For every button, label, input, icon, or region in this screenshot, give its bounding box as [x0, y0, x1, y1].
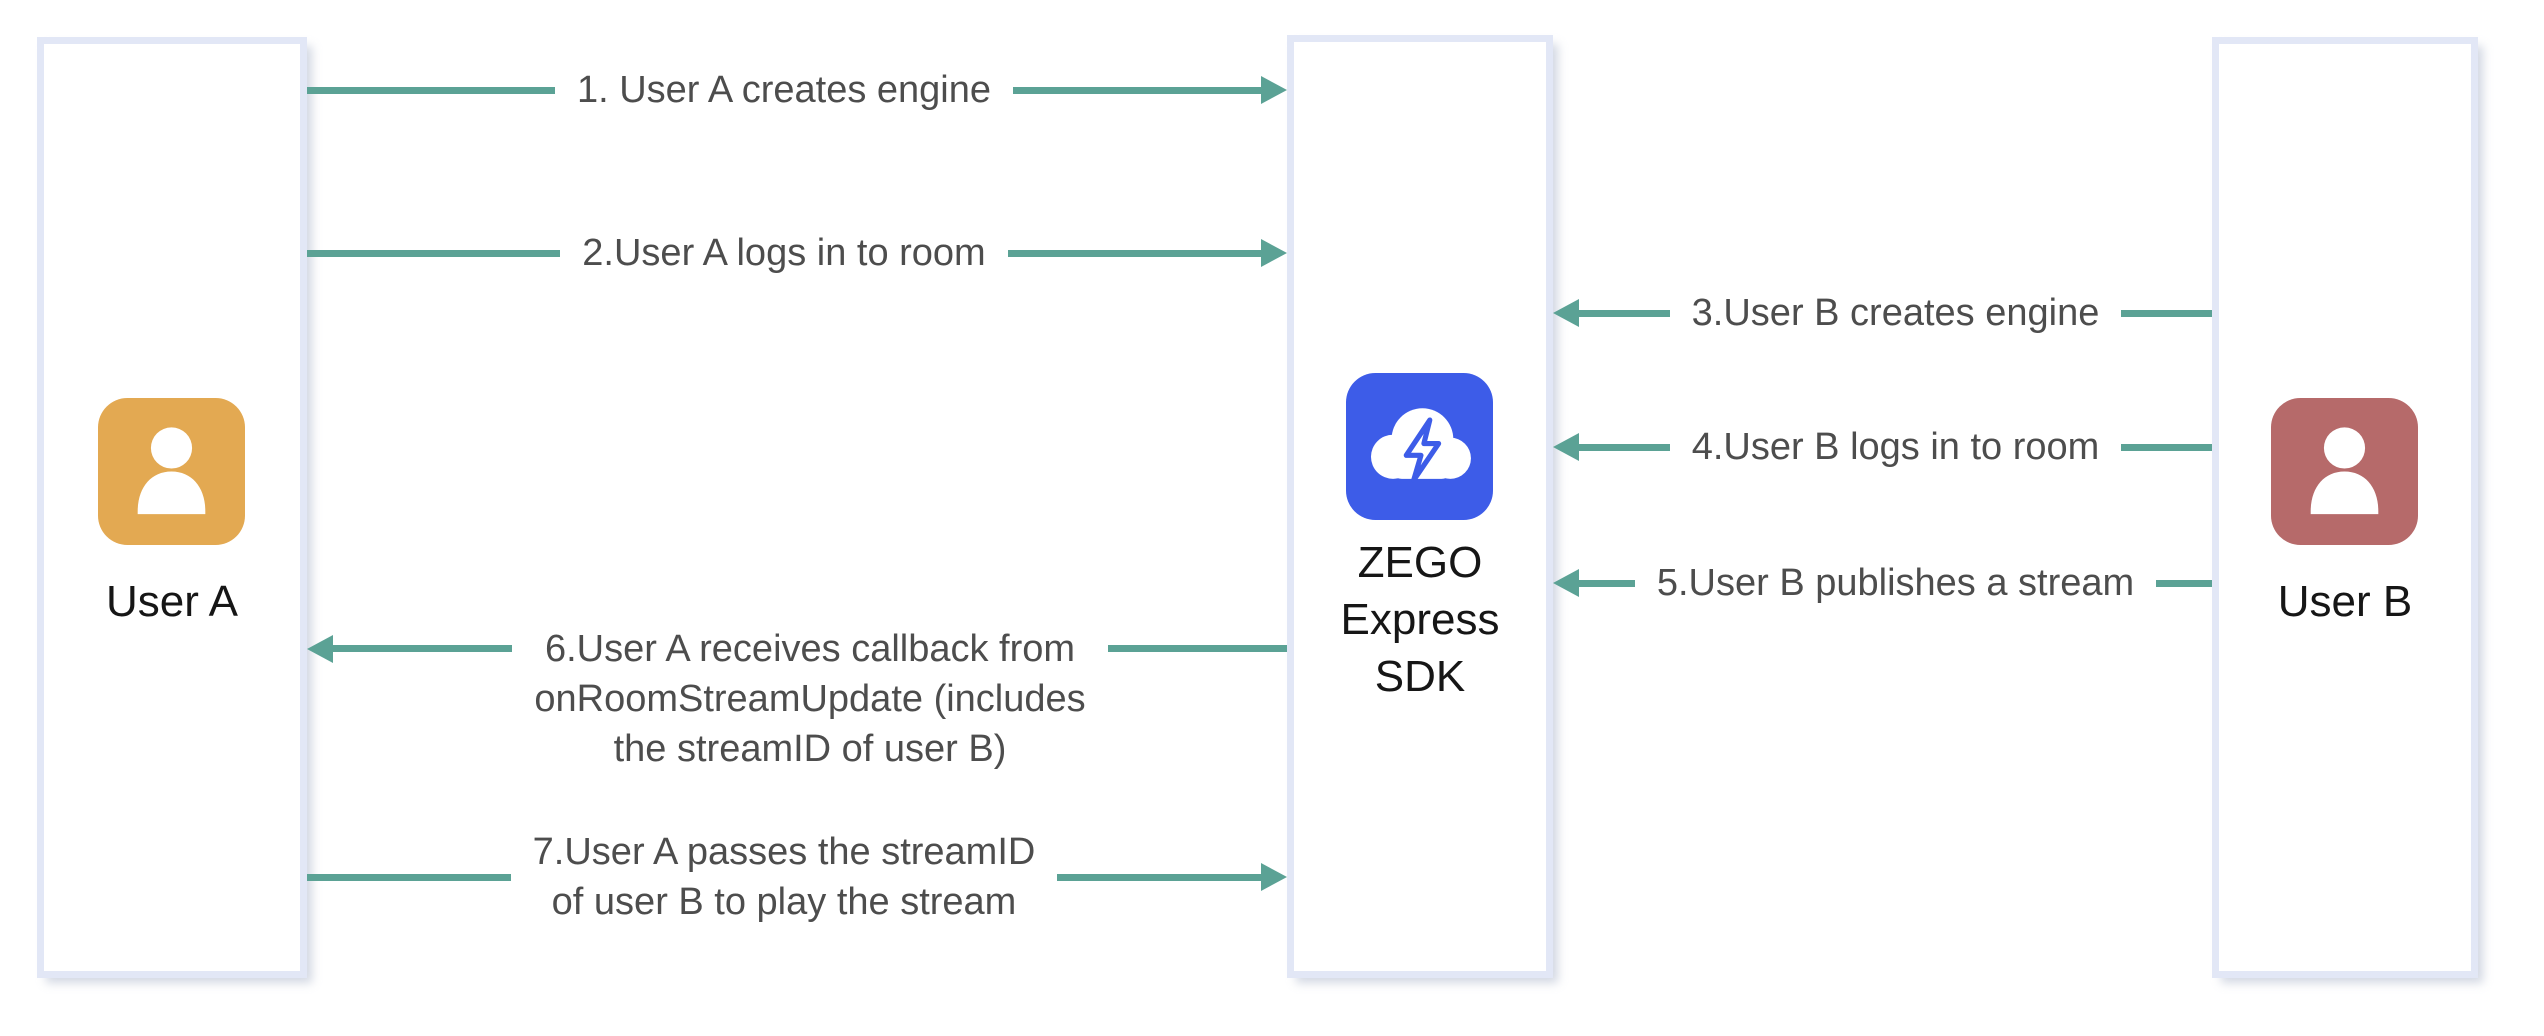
- arrow-line: [1107, 645, 1287, 652]
- arrow-line: [1057, 873, 1262, 881]
- zego-sdk-avatar: [1346, 373, 1493, 520]
- message-5-label: 5.User B publishes a stream: [1656, 562, 2135, 604]
- message-6-label: 6.User A receives callback from onRoomSt…: [534, 624, 1085, 774]
- arrow-line: [2156, 579, 2213, 587]
- user-b-label: User B: [2277, 577, 2413, 626]
- arrow-line: [307, 249, 561, 257]
- message-2-user-a-logs-in: 2.User A logs in to room: [307, 228, 1288, 278]
- arrowhead-right-icon: [1261, 239, 1288, 267]
- person-icon: [98, 398, 245, 545]
- person-icon: [2271, 398, 2418, 545]
- arrowhead-left-icon: [307, 635, 333, 663]
- zego-sdk-label: ZEGO Express SDK: [1287, 534, 1553, 705]
- arrow-line: [333, 645, 513, 652]
- user-b-avatar: [2271, 398, 2418, 545]
- message-7-user-a-plays-stream: 7.User A passes the streamID of user B t…: [307, 827, 1288, 927]
- message-3-label: 3.User B creates engine: [1691, 292, 2100, 334]
- user-a-avatar: [98, 398, 245, 545]
- arrow-line: [2121, 443, 2213, 451]
- arrow-line: [1007, 249, 1262, 257]
- arrow-line: [2121, 309, 2213, 317]
- message-4-label: 4.User B logs in to room: [1691, 426, 2100, 468]
- message-6-label-line1: 6.User A receives callback from: [544, 628, 1076, 670]
- arrow-line: [307, 86, 555, 94]
- message-6-label-line3: the streamID of user B): [613, 728, 1007, 770]
- arrow-line: [307, 873, 511, 881]
- cloud-lightning-icon: [1346, 373, 1493, 520]
- user-a-label: User A: [105, 577, 239, 626]
- zego-sdk-label-line3: SDK: [1374, 652, 1466, 701]
- message-7-label-line1: 7.User A passes the streamID: [532, 831, 1036, 873]
- arrowhead-right-icon: [1261, 863, 1288, 891]
- message-6-label-line2: onRoomStreamUpdate (includes: [534, 678, 1086, 720]
- message-6-user-a-receives-callback: 6.User A receives callback from onRoomSt…: [307, 624, 1287, 774]
- message-1-label: 1. User A creates engine: [576, 69, 992, 111]
- arrow-line: [1579, 443, 1670, 451]
- message-3-user-b-creates-engine: 3.User B creates engine: [1553, 288, 2213, 338]
- message-7-label-line2: of user B to play the stream: [551, 881, 1017, 923]
- arrowhead-left-icon: [1553, 299, 1579, 327]
- arrow-line: [1013, 86, 1261, 94]
- arrowhead-right-icon: [1261, 76, 1287, 104]
- zego-sdk-label-line2: Express: [1340, 595, 1500, 644]
- message-4-user-b-logs-in: 4.User B logs in to room: [1553, 422, 2213, 472]
- arrow-line: [1579, 309, 1670, 317]
- message-7-label: 7.User A passes the streamID of user B t…: [533, 827, 1036, 927]
- arrowhead-left-icon: [1553, 433, 1579, 461]
- zego-sdk-label-line1: ZEGO: [1357, 538, 1483, 587]
- message-5-user-b-publishes-stream: 5.User B publishes a stream: [1553, 558, 2213, 608]
- message-1-user-a-creates-engine: 1. User A creates engine: [307, 65, 1287, 115]
- arrowhead-left-icon: [1553, 569, 1579, 597]
- arrow-line: [1579, 579, 1635, 587]
- message-2-label: 2.User A logs in to room: [582, 232, 986, 274]
